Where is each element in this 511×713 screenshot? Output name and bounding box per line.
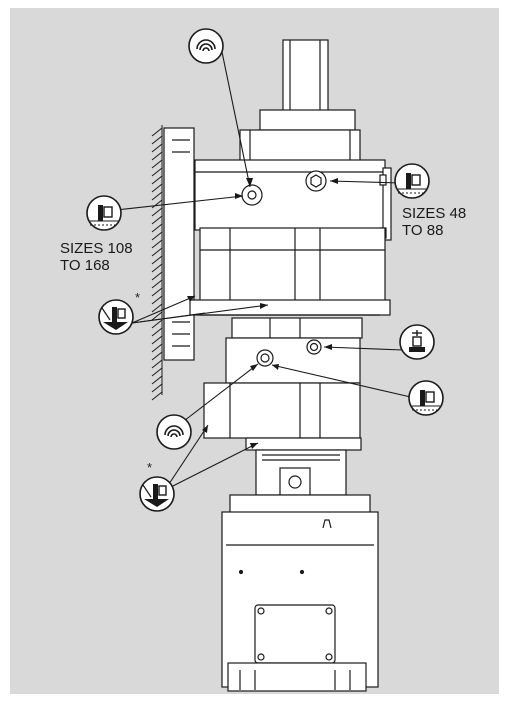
- oil-fill-plug-icon: [399, 324, 435, 360]
- hatch-line: [151, 143, 163, 153]
- motor-body: [221, 494, 379, 692]
- hatch-line: [151, 255, 163, 265]
- hatch-line: [151, 311, 163, 321]
- hatch-line: [151, 271, 163, 281]
- vent-plug-icon-top: [188, 28, 224, 64]
- hatch-line: [151, 319, 163, 329]
- hatch-line: [151, 391, 163, 401]
- asterisk-upper: *: [135, 290, 141, 305]
- label-sizes-108-line1: SIZES 108: [60, 240, 133, 257]
- oil-level-plug-icon-lower: [408, 380, 444, 416]
- lower-gear-housing: [203, 337, 362, 451]
- hatch-line: [151, 335, 163, 345]
- hatch-line: [151, 263, 163, 273]
- hatch-line: [151, 287, 163, 297]
- hatch-line: [151, 175, 163, 185]
- hatch-line: [151, 359, 163, 369]
- diagram-panel: [10, 8, 499, 694]
- hatch-line: [151, 151, 163, 161]
- leader-arrowheads: [187, 178, 338, 449]
- hatch-line: [151, 231, 163, 241]
- label-sizes-48-line2: TO 88: [402, 222, 444, 239]
- vent-plug-icon-lower: [156, 414, 192, 450]
- label-sizes-48-line1: SIZES 48: [402, 205, 467, 222]
- wall-hatching: [151, 125, 163, 401]
- label-sizes-48-88: SIZES 48 TO 88: [402, 205, 466, 239]
- hatch-line: [151, 327, 163, 337]
- hatch-line: [151, 215, 163, 225]
- hatch-line: [151, 343, 163, 353]
- coupling: [255, 449, 347, 496]
- hatch-line: [151, 279, 163, 289]
- hatch-line: [151, 199, 163, 209]
- upper-plugs: [241, 170, 327, 206]
- hatch-line: [151, 351, 163, 361]
- intermediate-flange: [231, 317, 363, 339]
- oil-level-plug-icon-right: [394, 163, 430, 199]
- hatch-line: [151, 135, 163, 145]
- hatch-line: [151, 239, 163, 249]
- hatch-line: [151, 383, 163, 393]
- upper-gear-housing: [189, 159, 392, 316]
- hatch-line: [151, 191, 163, 201]
- asterisk-lower: *: [147, 460, 153, 475]
- oil-level-plug-icon-left: [86, 195, 122, 231]
- hatch-line: [151, 127, 163, 137]
- oil-drain-plug-icon-lower: [139, 476, 175, 512]
- hatch-line: [151, 375, 163, 385]
- hatch-line: [151, 183, 163, 193]
- hatch-line: [151, 223, 163, 233]
- hatch-line: [151, 295, 163, 305]
- hatch-line: [151, 303, 163, 313]
- input-shaft-housing: [239, 39, 361, 166]
- label-sizes-108-line2: TO 168: [60, 257, 110, 274]
- oil-drain-plug-icon-upper: [98, 299, 134, 335]
- hatch-line: [151, 207, 163, 217]
- hatch-line: [151, 247, 163, 257]
- hatch-line: [151, 367, 163, 377]
- leader-lines: [115, 51, 416, 491]
- hatch-line: [151, 167, 163, 177]
- hatch-line: [151, 159, 163, 169]
- mounting-flange: [163, 127, 195, 361]
- label-sizes-108-168: SIZES 108 TO 168: [60, 240, 133, 274]
